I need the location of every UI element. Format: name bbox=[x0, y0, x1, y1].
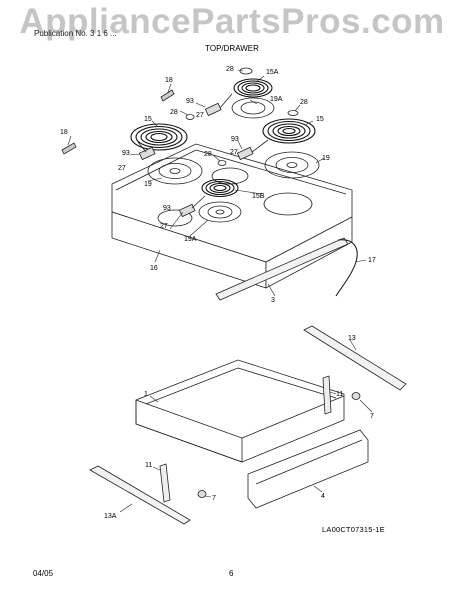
mounting-brackets bbox=[61, 89, 175, 155]
drawer-assembly bbox=[89, 325, 407, 525]
callout-19A: 19A bbox=[184, 236, 197, 243]
callout-15B: 15B bbox=[252, 193, 265, 200]
callout-93: 93 bbox=[163, 205, 171, 212]
callout-18: 18 bbox=[165, 77, 173, 84]
callout-93: 93 bbox=[231, 136, 239, 143]
callout-3: 3 bbox=[271, 297, 275, 304]
surface-element-coils bbox=[130, 78, 316, 198]
callout-19A: 19A bbox=[270, 96, 283, 103]
leader-lines bbox=[67, 69, 373, 513]
callout-13A: 13A bbox=[104, 513, 117, 520]
callout-11: 11 bbox=[145, 462, 152, 469]
callout-93: 93 bbox=[186, 98, 194, 105]
drip-pans bbox=[147, 97, 320, 223]
callout-28: 28 bbox=[170, 109, 178, 116]
footer-date: 04/05 bbox=[33, 569, 54, 578]
receptacle-blocks bbox=[137, 93, 269, 218]
section-title: TOP/DRAWER bbox=[205, 44, 259, 53]
callout-17: 17 bbox=[368, 257, 376, 264]
callout-16: 16 bbox=[150, 265, 158, 272]
callout-28: 28 bbox=[226, 66, 234, 73]
page-number: 6 bbox=[229, 569, 234, 578]
publication-number: Publication No. 3 1 6 ... bbox=[34, 29, 117, 38]
callout-7: 7 bbox=[212, 495, 216, 502]
callout-7: 7 bbox=[370, 413, 374, 420]
callout-27: 27 bbox=[160, 223, 168, 230]
callout-27: 27 bbox=[196, 112, 204, 119]
callout-labels: 28 15A 18 93 28 27 19A 28 15 15 18 93 27… bbox=[60, 66, 376, 520]
cooktop-assembly bbox=[111, 143, 353, 289]
callout-27: 27 bbox=[118, 165, 126, 172]
callout-15: 15 bbox=[144, 116, 152, 123]
callout-27: 27 bbox=[230, 149, 238, 156]
spacer-rings bbox=[185, 67, 299, 166]
callout-28: 28 bbox=[204, 151, 212, 158]
callout-19: 19 bbox=[144, 181, 152, 188]
callout-11: 11 bbox=[336, 391, 343, 398]
callout-15A: 15A bbox=[266, 69, 279, 76]
callout-18: 18 bbox=[60, 129, 68, 136]
callout-28: 28 bbox=[300, 99, 308, 106]
watermark: AppliancePartsPros.com bbox=[19, 2, 445, 41]
callout-13: 13 bbox=[348, 335, 356, 342]
diagram-code: LA00CT07315-1E bbox=[322, 525, 385, 534]
callout-4: 4 bbox=[321, 493, 325, 500]
callout-1: 1 bbox=[144, 391, 148, 398]
callout-93: 93 bbox=[122, 150, 130, 157]
callout-15: 15 bbox=[316, 116, 324, 123]
callout-19: 19 bbox=[322, 155, 330, 162]
